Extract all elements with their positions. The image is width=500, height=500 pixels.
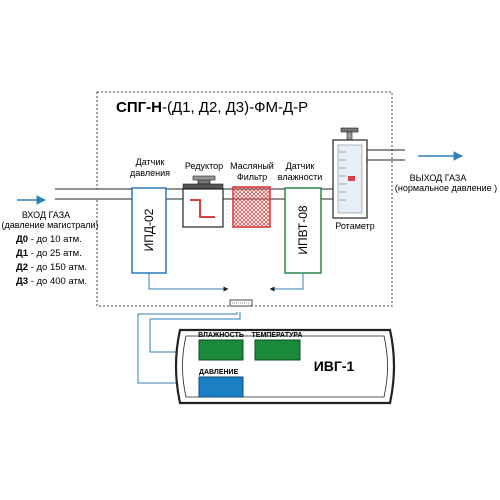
range-d3: Д3 - до 400 атм. bbox=[16, 276, 87, 287]
system-title-bold: СПГ-Н bbox=[116, 99, 162, 116]
ipd-sensor-label: ИПД-02 bbox=[142, 208, 156, 251]
humidity-display bbox=[198, 339, 244, 361]
humidity-sensor-label-2: влажности bbox=[278, 172, 322, 182]
rotameter bbox=[332, 127, 368, 219]
ipvt-sensor-label: ИПВТ-08 bbox=[296, 205, 310, 254]
pressure-sensor-label-1: Датчик bbox=[136, 157, 165, 167]
gas-in-subtitle: (давление магистрали) bbox=[1, 220, 98, 230]
gas-in-title: ВХОД ГАЗА bbox=[22, 210, 70, 220]
oil-filter-label-1: Масляный bbox=[230, 161, 274, 171]
pressure-display-label: ДАВЛЕНИЕ bbox=[199, 369, 239, 376]
range-d0: Д0 - до 10 атм. bbox=[16, 234, 82, 245]
humidity-sensor-label-1: Датчик bbox=[286, 161, 315, 171]
system-title-rest: -(Д1, Д2, Д3)-ФМ-Д-Р bbox=[162, 99, 308, 116]
rotameter-label: Ротаметр bbox=[335, 221, 374, 231]
ipvt-sensor bbox=[284, 187, 322, 274]
temperature-display bbox=[254, 339, 301, 361]
range-d2: Д2 - до 150 атм. bbox=[16, 262, 87, 273]
reducer-label: Редуктор bbox=[185, 161, 223, 171]
device-name: ИВГ-1 bbox=[314, 358, 355, 374]
reducer bbox=[182, 175, 224, 228]
pressure-sensor-label-2: давления bbox=[130, 168, 170, 178]
gas-out-title: ВЫХОД ГАЗА bbox=[410, 173, 467, 183]
oil-filter-label-2: Фильтр bbox=[237, 172, 267, 182]
pressure-display bbox=[198, 376, 244, 398]
signal-lines bbox=[137, 273, 304, 386]
range-d1: Д1 - до 25 атм. bbox=[16, 248, 82, 259]
system-title: СПГ-Н-(Д1, Д2, Д3)-ФМ-Д-Р bbox=[116, 99, 308, 116]
oil-filter bbox=[232, 186, 271, 228]
humidity-display-label: ВЛАЖНОСТЬ bbox=[198, 332, 244, 339]
gas-out-subtitle: (нормальное давление ) bbox=[395, 183, 497, 193]
temperature-display-label: ТЕМПЕРАТУРА bbox=[252, 332, 303, 339]
